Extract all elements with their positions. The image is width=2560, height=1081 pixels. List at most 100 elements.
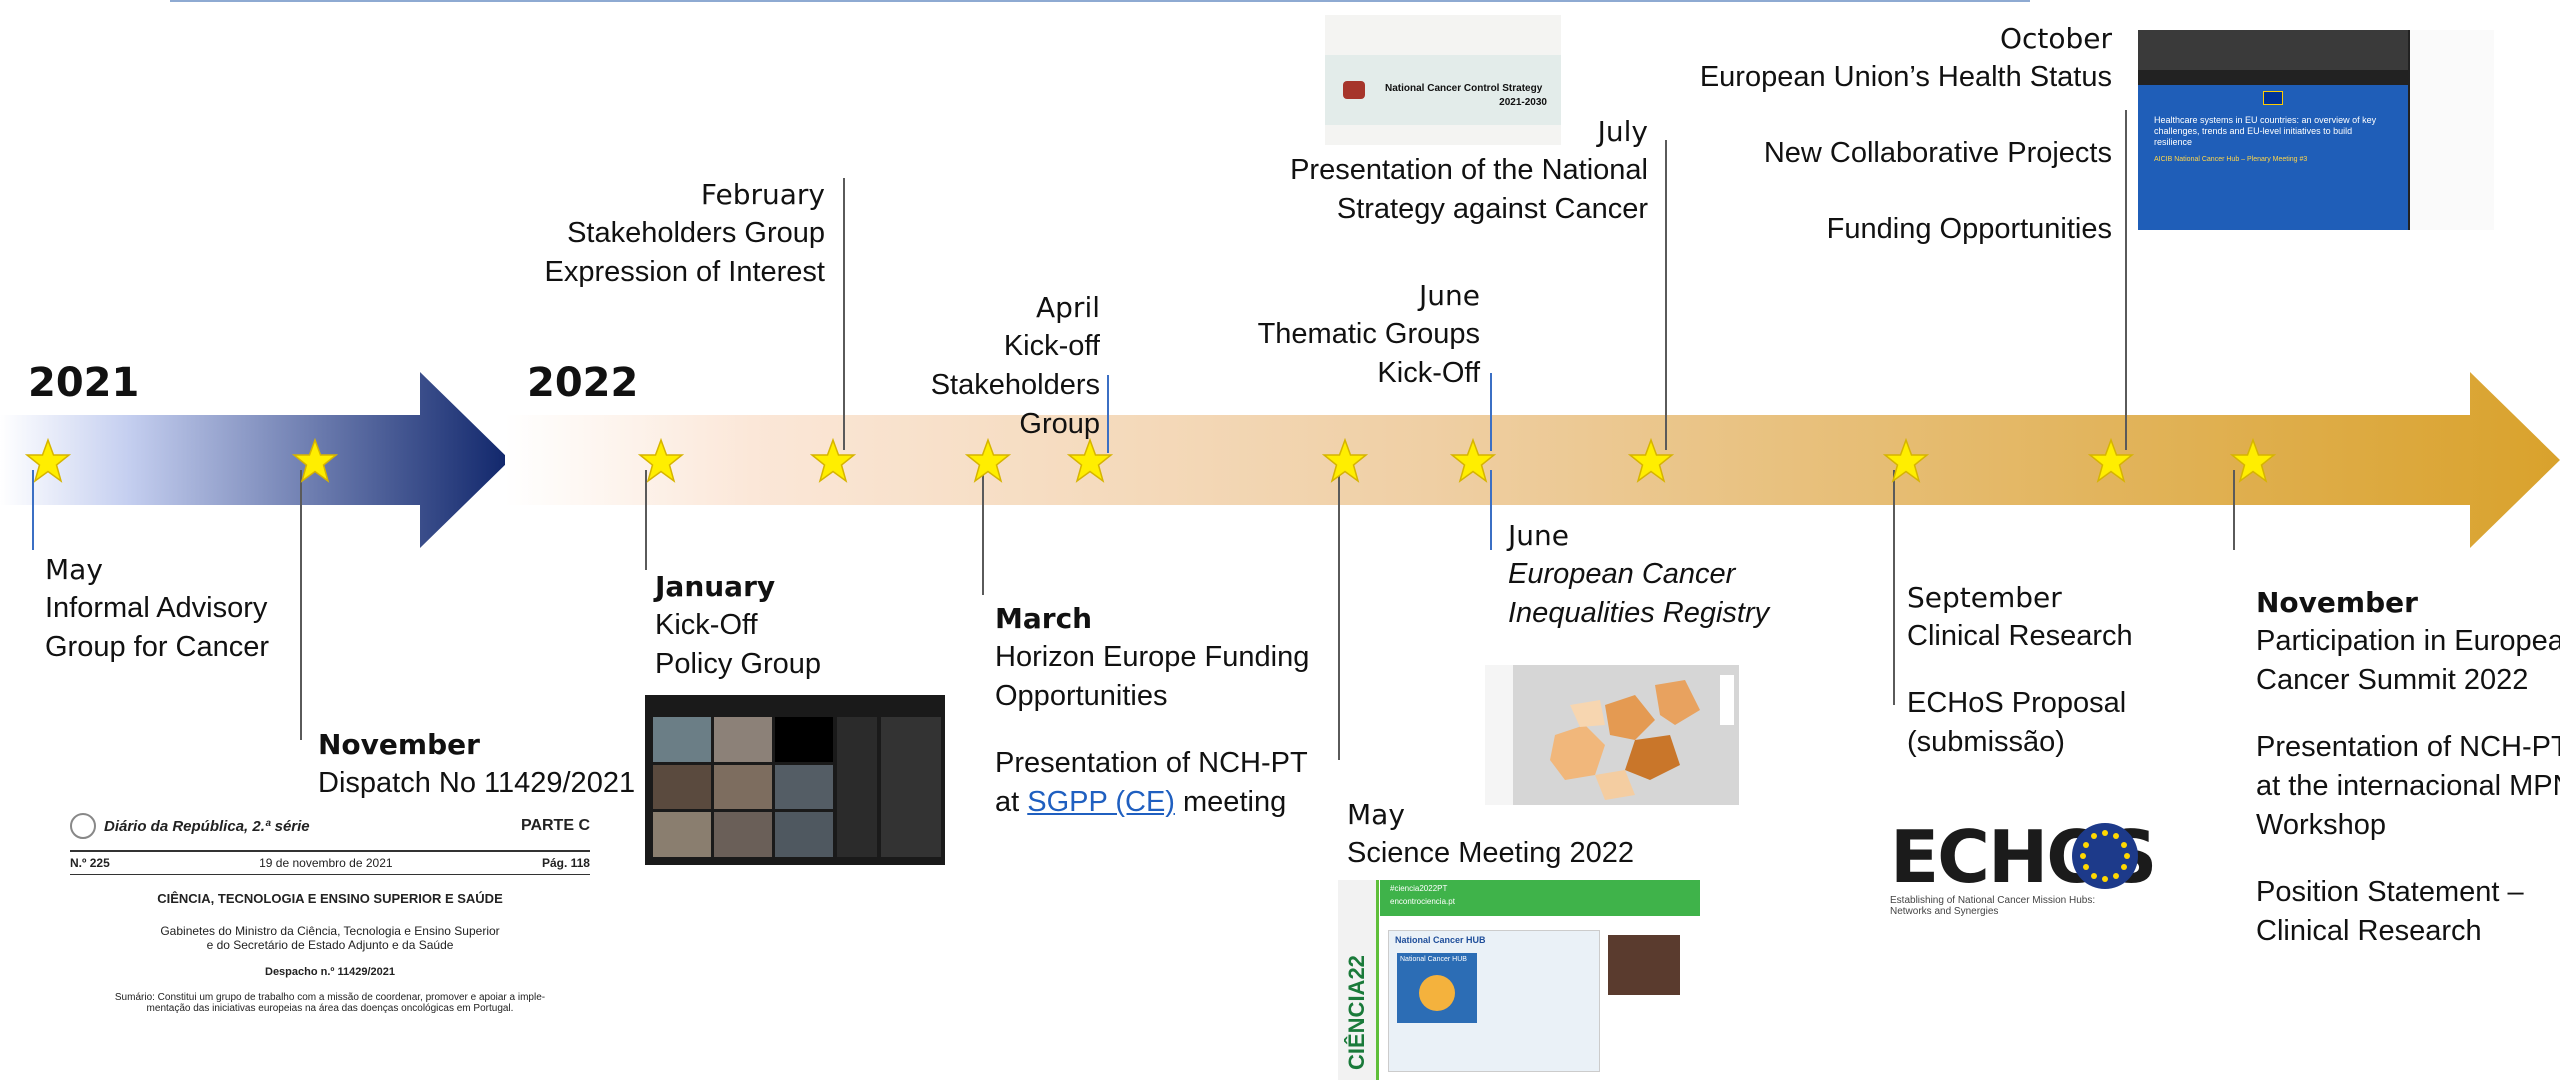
stem-nov2022 [2233,470,2235,550]
star-may2021 [25,438,71,483]
star-feb2022 [810,438,856,483]
event-line: European Union’s Health Status [1699,61,2112,93]
star-jul2022 [1628,438,1674,483]
plenary-meeting-screenshot: Healthcare systems in EU countries: an o… [2138,30,2494,230]
doc-header-right: PARTE C [520,817,590,834]
event-month: May [1347,798,1405,831]
arrow-2021 [0,372,510,548]
doc-ministry: CIÊNCIA, TECNOLOGIA E ENSINO SUPERIOR E … [157,891,503,906]
star-may2022 [1322,438,1368,483]
sgpp-link[interactable]: SGPP (CE) [1027,786,1175,818]
event-jun2022b: June European Cancer Inequalities Regist… [1508,516,1769,633]
event-line: Kick-Off [655,609,758,641]
event-month: October [1999,22,2112,55]
event-may2022: May Science Meeting 2022 [1347,795,1634,873]
event-line: at the internacional MPNE [2256,770,2560,802]
zoom-slide-title: Healthcare systems in EU countries: an o… [2154,115,2377,147]
event-line: Policy Group [655,648,822,680]
event-line: Presentation of the National [1290,154,1648,186]
event-line: Informal Advisory [45,592,268,624]
star-oct2022 [2088,438,2134,483]
event-line: Kick-off [1003,330,1100,362]
event-month: November [2256,586,2418,619]
event-month: November [318,728,480,761]
event-line: Inequalities Registry [1508,597,1770,629]
event-line: Workshop [2256,809,2387,841]
event-line: Presentation of NCH-PT [995,747,1308,779]
sun-logo-icon [1419,975,1455,1011]
event-line: (submissão) [1907,726,2065,758]
event-month: January [655,570,776,603]
stem-apr2022 [1107,375,1109,453]
echos-logo: ECHOS Establishing of National Cancer Mi… [1890,815,2157,935]
event-month: June [1419,279,1480,312]
year-2021: 2021 [28,360,140,406]
timeline-arrows [0,372,2560,548]
event-line: Science Meeting 2022 [1347,837,1634,869]
event-jun2022a: June Thematic Groups Kick-Off [1258,276,1480,393]
event-line: ECHoS Proposal [1907,687,2127,719]
event-apr2022: April Kick-off Stakeholders Group [931,288,1100,444]
event-line: Strategy against Cancer [1336,193,1648,225]
coat-of-arms-icon [70,813,96,839]
event-line: Opportunities [995,680,1168,712]
event-line: Clinical Research [1907,620,2133,652]
doc-date: 19 de novembro de 2021 [259,856,393,870]
event-jan2022: January Kick-Off Policy Group [655,567,821,684]
stem-oct2022 [2125,110,2127,450]
doc-page: Pág. 118 [541,856,590,870]
event-month: September [1907,581,2062,614]
star-mar2022 [965,438,1011,483]
europe-map-icon [1485,665,1739,805]
cancer-ribbon-icon [1343,81,1365,99]
event-month: July [1597,115,1648,148]
event-month: June [1508,519,1569,552]
event-nov2022: November Participation in European Cance… [2256,583,2560,951]
stem-feb2022 [843,178,845,450]
doc-number: N.º 225 [70,856,110,870]
zoom-slide-sub: AICIB National Cancer Hub – Plenary Meet… [2154,156,2308,163]
event-month: May [45,553,103,586]
event-sep2022: September Clinical Research ECHoS Propos… [1907,578,2133,762]
arrow-2022 [505,372,2560,548]
doc-gab2: e do Secretário de Estado Adjunto e da S… [206,938,454,952]
stem-sep2022 [1893,470,1895,705]
event-line: Dispatch No 11429/2021 [318,767,636,799]
event-line: Stakeholders [930,369,1100,401]
star-sep2022 [1883,438,1929,483]
event-line: Cancer Summit 2022 [2256,664,2529,696]
event-line: Stakeholders Group [567,217,825,249]
event-jul2022: July Presentation of the National Strate… [1290,112,1648,229]
event-mar2022: March Horizon Europe Funding Opportuniti… [995,599,1309,822]
top-rule [170,0,2030,2]
eu-stars-globe-icon [2072,823,2138,889]
sci-panel-title: National Cancer HUB [1395,935,1486,945]
event-line: Participation in European [2256,625,2560,657]
sci-tag1: #ciencia2022PT [1390,884,1448,893]
sci-inner: National Cancer HUB [1400,956,1467,963]
star-jun2022 [1450,438,1496,483]
doc-gab1: Gabinetes do Ministro da Ciência, Tecnol… [160,924,500,938]
event-line: European Cancer [1508,558,1736,590]
event-line: Horizon Europe Funding [995,641,1310,673]
event-line: Group for Cancer [45,631,270,663]
ciencia-brand: CIÊNCIA22 [1344,955,1369,1070]
event-line: Expression of Interest [544,256,825,288]
stem-mar2022 [982,470,984,595]
event-line: New Collaborative Projects [1763,137,2112,169]
stem-may2021 [32,470,34,550]
event-may2021: May Informal Advisory Group for Cancer [45,550,269,667]
event-line: Funding Opportunities [1826,213,2112,245]
event-feb2022: February Stakeholders Group Expression o… [545,175,825,292]
event-oct2022: October European Union’s Health Status N… [1700,20,2112,248]
sci-tag2: encontrociencia.pt [1390,897,1455,906]
star-nov2022 [2230,438,2276,483]
science-meeting-2022-photo: CIÊNCIA22 #ciencia2022PT encontrociencia… [1338,880,1700,1080]
star-nov2021 [292,438,338,483]
event-line: at SGPP (CE) meeting [995,786,1287,818]
stem-jun2022b [1490,470,1492,550]
doc-sumario2: mentação das iniciativas europeias na ár… [146,1003,514,1014]
ncs-title: National Cancer Control Strategy [1385,83,1543,94]
kickoff-meeting-screenshot [645,695,945,865]
stem-jul2022 [1665,140,1667,450]
